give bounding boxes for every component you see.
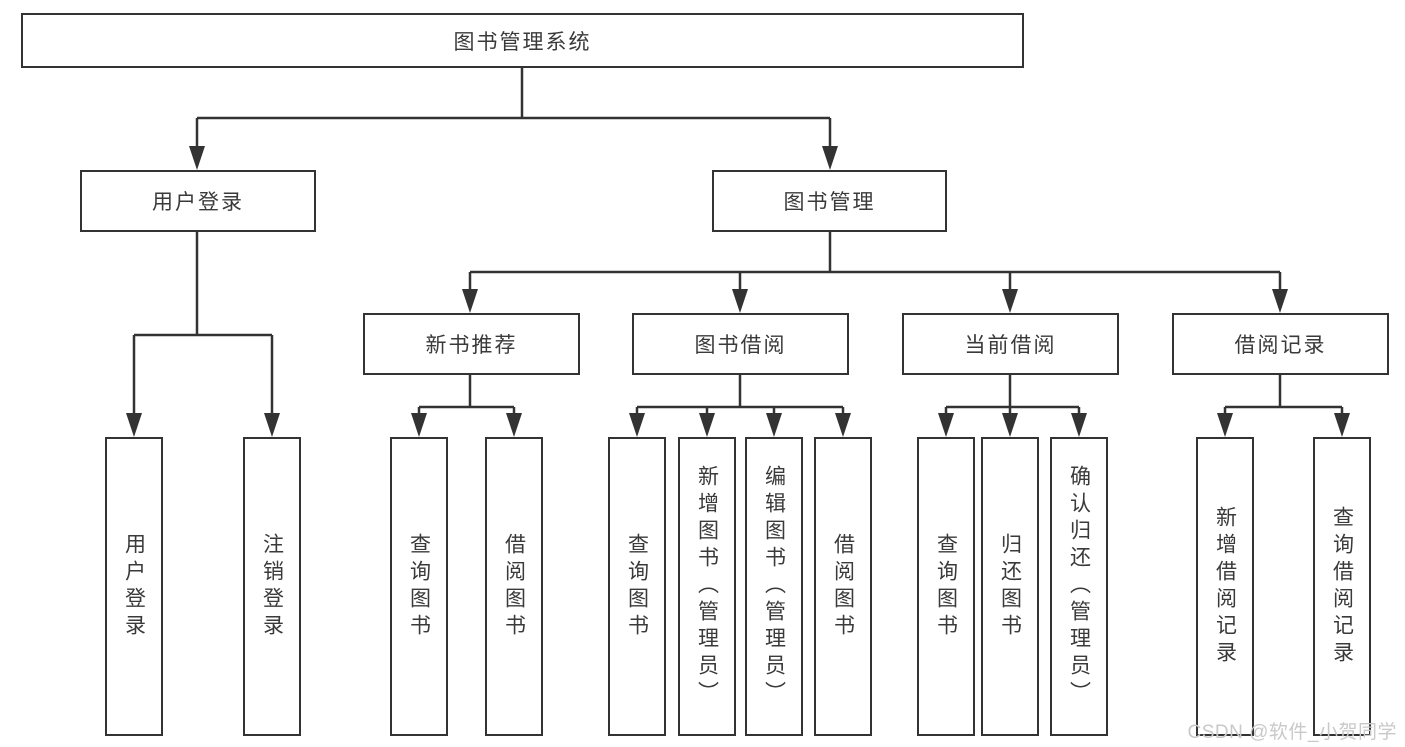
new-book-recommend-node: 新书推荐 bbox=[363, 313, 580, 375]
arrowhead-new-book bbox=[462, 289, 478, 313]
user-login-label: 用户登录 bbox=[152, 191, 244, 214]
leaf-br-query-record-label: 查询借阅记录 bbox=[1330, 505, 1354, 668]
connector-new-book bbox=[417, 375, 516, 413]
arrowhead-cb-return bbox=[1002, 413, 1018, 437]
arrowhead-borrow-record bbox=[1272, 289, 1288, 313]
borrow-record-label: 借阅记录 bbox=[1234, 334, 1327, 357]
arrowhead-bb-edit bbox=[766, 413, 782, 437]
arrowhead-bb-query bbox=[629, 413, 645, 437]
leaf-bb-add-books-node: 新增图书（管理员） bbox=[678, 437, 736, 736]
book-borrow-label: 图书借阅 bbox=[694, 334, 787, 357]
watermark-text: CSDN @软件_小贺同学 bbox=[1187, 722, 1397, 743]
arrowhead-bb-borrow bbox=[835, 413, 851, 437]
leaf-nb-query-books-node: 查询图书 bbox=[390, 437, 448, 736]
arrowhead-leaf-login bbox=[126, 413, 142, 437]
arrowhead-nb-query bbox=[411, 413, 427, 437]
arrowhead-leaf-logout bbox=[264, 413, 280, 437]
root-node: 图书管理系统 bbox=[21, 13, 1024, 68]
connector-book-management bbox=[468, 232, 1282, 289]
book-borrow-node: 图书借阅 bbox=[632, 313, 849, 375]
arrowhead-current-borrow bbox=[1002, 289, 1018, 313]
leaf-bb-query-books-node: 查询图书 bbox=[608, 437, 666, 736]
leaf-bb-borrow-books-node: 借阅图书 bbox=[814, 437, 872, 736]
root-label: 图书管理系统 bbox=[453, 30, 592, 54]
leaf-logout-node: 注销登录 bbox=[243, 437, 301, 736]
leaf-cb-return-books-label: 归还图书 bbox=[998, 532, 1022, 641]
leaf-cb-return-books-node: 归还图书 bbox=[981, 437, 1039, 736]
arrowhead-cb-confirm bbox=[1071, 413, 1087, 437]
leaf-cb-confirm-return-label: 确认归还（管理员） bbox=[1067, 465, 1091, 708]
leaf-br-add-record-label: 新增借阅记录 bbox=[1213, 505, 1237, 668]
arrowhead-book-borrow bbox=[732, 289, 748, 313]
connector-borrow-record-group bbox=[1223, 375, 1344, 413]
book-management-node: 图书管理 bbox=[712, 170, 947, 232]
arrowhead-br-query bbox=[1334, 413, 1350, 437]
user-login-node: 用户登录 bbox=[80, 170, 316, 232]
arrowhead-bb-add bbox=[699, 413, 715, 437]
new-book-recommend-label: 新书推荐 bbox=[425, 334, 518, 357]
leaf-nb-borrow-books-node: 借阅图书 bbox=[485, 437, 543, 736]
leaf-bb-edit-books-label: 编辑图书（管理员） bbox=[762, 465, 786, 708]
current-borrow-label: 当前借阅 bbox=[964, 334, 1057, 357]
book-management-label: 图书管理 bbox=[783, 191, 876, 214]
connector-root bbox=[195, 68, 832, 148]
leaf-cb-query-books-label: 查询图书 bbox=[934, 532, 958, 641]
leaf-nb-query-books-label: 查询图书 bbox=[407, 532, 431, 641]
leaf-user-login-label: 用户登录 bbox=[122, 532, 146, 641]
connector-user-login bbox=[132, 232, 274, 413]
leaf-cb-confirm-return-node: 确认归还（管理员） bbox=[1050, 437, 1108, 736]
leaf-bb-add-books-label: 新增图书（管理员） bbox=[695, 465, 719, 708]
current-borrow-node: 当前借阅 bbox=[902, 313, 1119, 375]
arrowhead-book-management bbox=[822, 146, 838, 170]
arrowhead-user-login bbox=[189, 146, 205, 170]
connector-current-borrow-group bbox=[944, 375, 1081, 413]
borrow-record-node: 借阅记录 bbox=[1172, 313, 1389, 375]
leaf-bb-query-books-label: 查询图书 bbox=[625, 532, 649, 641]
leaf-bb-edit-books-node: 编辑图书（管理员） bbox=[745, 437, 803, 736]
arrowhead-nb-borrow bbox=[506, 413, 522, 437]
leaf-bb-borrow-books-label: 借阅图书 bbox=[831, 532, 855, 641]
leaf-br-add-record-node: 新增借阅记录 bbox=[1196, 437, 1254, 736]
leaf-nb-borrow-books-label: 借阅图书 bbox=[502, 532, 526, 641]
leaf-br-query-record-node: 查询借阅记录 bbox=[1313, 437, 1371, 736]
leaf-logout-label: 注销登录 bbox=[260, 532, 284, 641]
leaf-user-login-node: 用户登录 bbox=[105, 437, 163, 736]
leaf-cb-query-books-node: 查询图书 bbox=[917, 437, 975, 736]
arrowhead-br-add bbox=[1217, 413, 1233, 437]
connector-book-borrow-group bbox=[635, 375, 845, 413]
arrowhead-cb-query bbox=[938, 413, 954, 437]
